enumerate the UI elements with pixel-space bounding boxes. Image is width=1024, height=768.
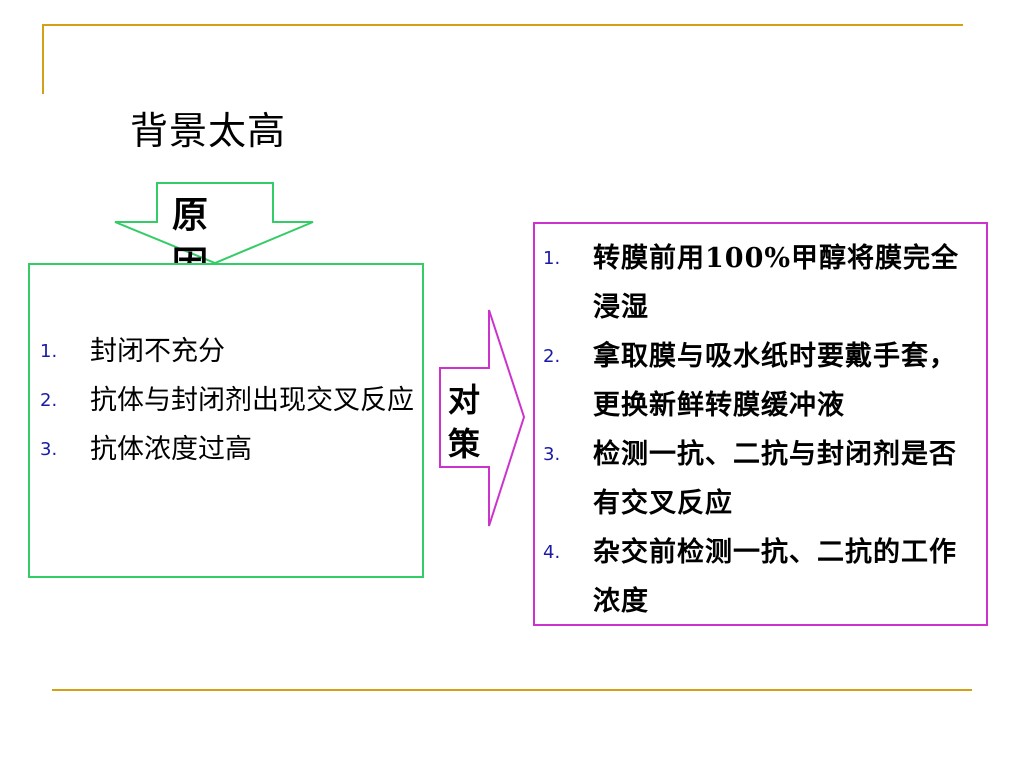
bottom-rule: [52, 689, 972, 691]
cause-item-text: 抗体浓度过高: [90, 434, 252, 465]
action-item-text: 拿取膜与吸水纸时要戴手套，更换新鲜转膜缓冲液: [593, 341, 957, 421]
cause-item: 3. 抗体浓度过高: [40, 425, 414, 474]
action-item: 3. 检测一抗、二抗与封闭剂是否有交叉反应: [543, 430, 980, 528]
action-item: 4. 杂交前检测一抗、二抗的工作浓度: [543, 528, 980, 626]
action-item-number: 1.: [543, 248, 561, 269]
action-right-arrow-shape: [439, 309, 526, 527]
action-item: 2. 拿取膜与吸水纸时要戴手套，更换新鲜转膜缓冲液: [543, 332, 980, 430]
action-item-text: 杂交前检测一抗、二抗的工作浓度: [593, 537, 957, 617]
top-rule: [42, 24, 963, 26]
action-box: 1. 转膜前用100%甲醇将膜完全浸湿 2. 拿取膜与吸水纸时要戴手套，更换新鲜…: [533, 222, 988, 626]
action-item: 1. 转膜前用100%甲醇将膜完全浸湿: [543, 234, 980, 332]
action-arrow-label: 对策: [448, 381, 481, 463]
action-item-number: 3.: [543, 444, 561, 465]
cause-item-text: 抗体与封闭剂出现交叉反应: [90, 385, 414, 416]
action-list: 1. 转膜前用100%甲醇将膜完全浸湿 2. 拿取膜与吸水纸时要戴手套，更换新鲜…: [543, 234, 980, 626]
action-item-number: 2.: [543, 346, 561, 367]
cause-item-number: 1.: [40, 341, 58, 362]
cause-item: 1. 封闭不充分: [40, 327, 414, 376]
left-rule: [42, 24, 44, 94]
cause-item-text: 封闭不充分: [90, 336, 225, 367]
cause-item-number: 2.: [40, 390, 58, 411]
cause-item-number: 3.: [40, 439, 58, 460]
cause-item: 2. 抗体与封闭剂出现交叉反应: [40, 376, 414, 425]
action-item-text: 检测一抗、二抗与封闭剂是否有交叉反应: [593, 439, 957, 519]
cause-down-arrow-shape: [114, 182, 314, 265]
action-item-text: 转膜前用100%甲醇将膜完全浸湿: [593, 243, 960, 323]
cause-box: 1. 封闭不充分 2. 抗体与封闭剂出现交叉反应 3. 抗体浓度过高: [28, 263, 424, 578]
slide-title: 背景太高: [130, 109, 287, 153]
cause-list: 1. 封闭不充分 2. 抗体与封闭剂出现交叉反应 3. 抗体浓度过高: [40, 327, 414, 474]
action-item-number: 4.: [543, 542, 561, 563]
